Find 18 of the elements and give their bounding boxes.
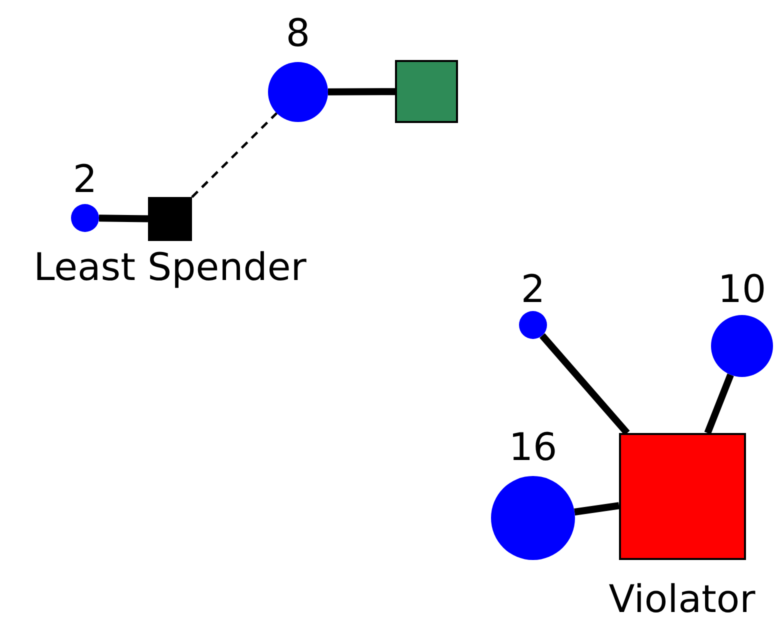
circle-node <box>519 311 547 339</box>
connector-line <box>540 333 630 436</box>
value-label: 16 <box>508 428 558 466</box>
connector-line <box>574 502 620 516</box>
value-label: 8 <box>286 14 310 52</box>
value-label: 10 <box>718 270 766 308</box>
square-node <box>619 433 746 560</box>
connector-line <box>704 374 734 434</box>
connector-line <box>98 214 148 222</box>
circle-node <box>71 204 99 232</box>
square-node <box>148 197 192 241</box>
square-node <box>395 60 458 123</box>
dashed-connector <box>191 112 278 198</box>
connector-line <box>328 88 396 96</box>
node-label: Least Spender <box>34 248 306 286</box>
value-label: 2 <box>72 160 98 198</box>
value-label: 2 <box>520 270 546 308</box>
node-label: Violator <box>608 580 756 618</box>
